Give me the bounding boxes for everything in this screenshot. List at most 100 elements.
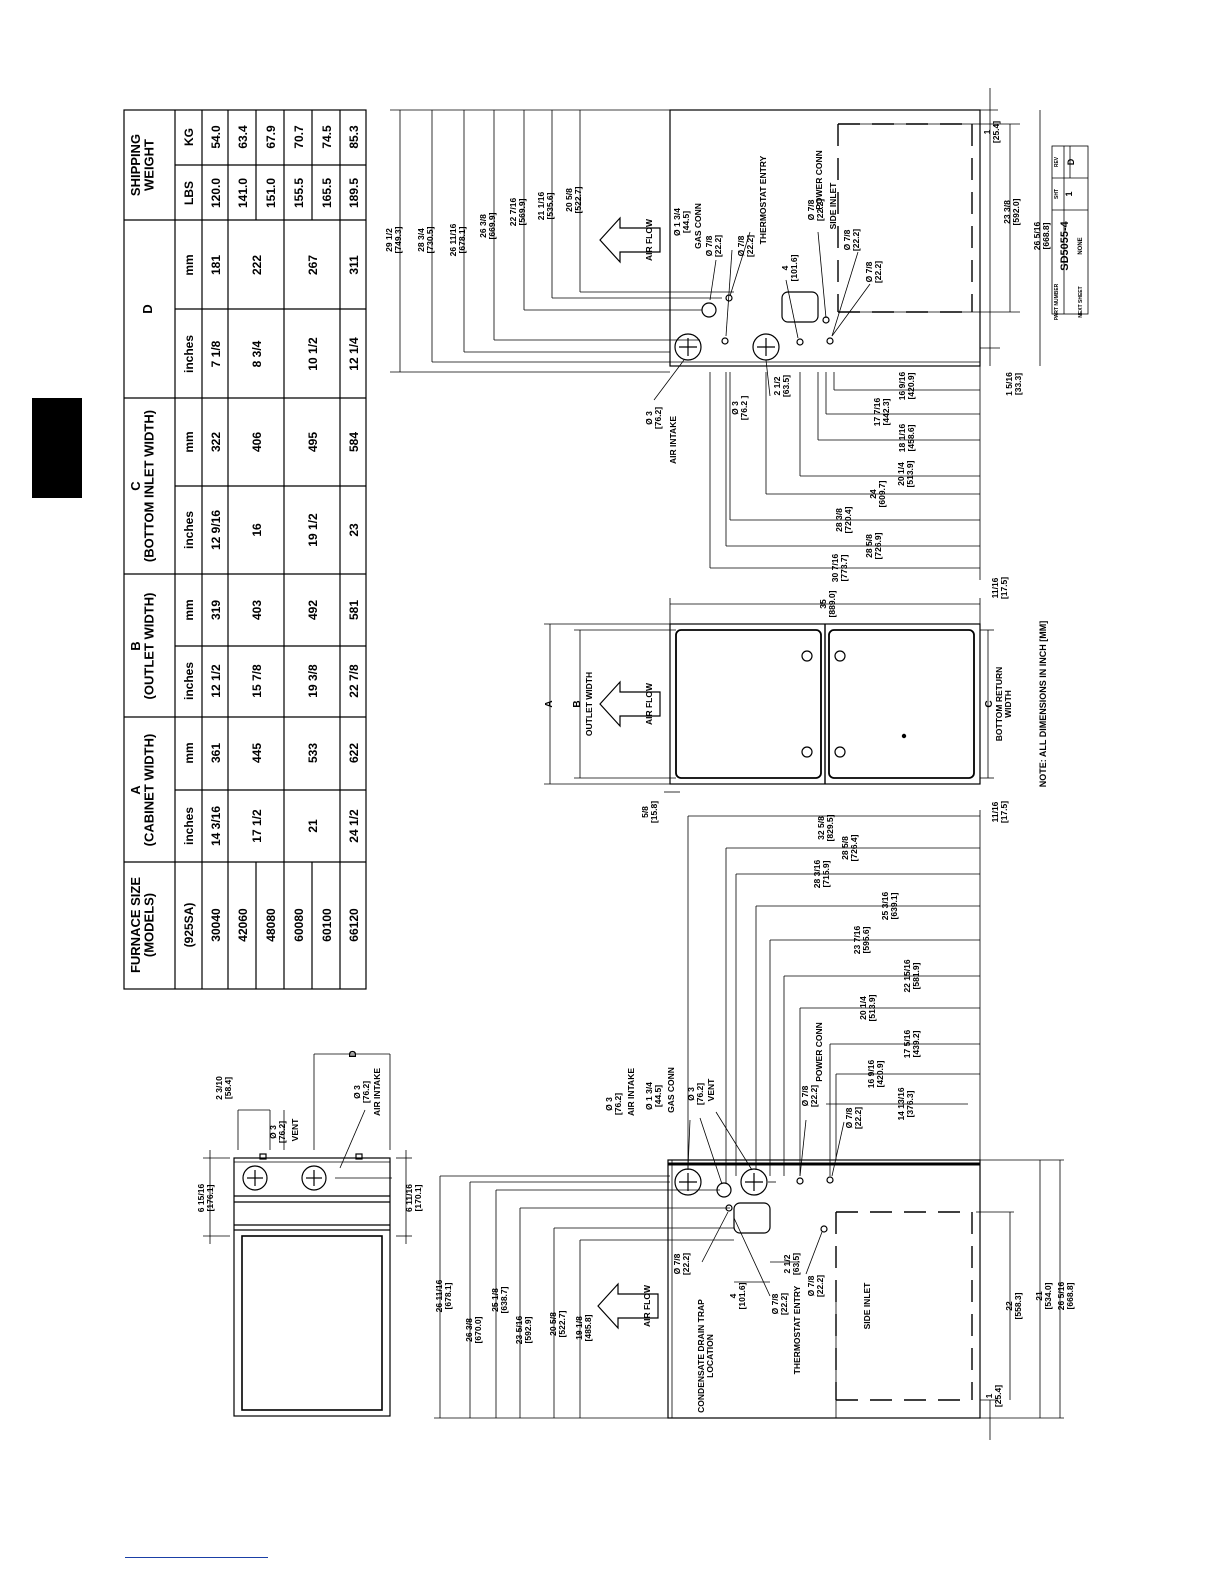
dim-16-9-16-right: 16 9/16[420.9] [897, 372, 916, 401]
row-kg: 63.4 [236, 125, 250, 149]
cell-b-mm: 581 [347, 600, 361, 620]
vent-pipe-circle [242, 1165, 268, 1191]
row-model: 66120 [347, 908, 361, 942]
condensate-trap-right [781, 291, 819, 323]
header-c: C(BOTTOM INLET WIDTH) [128, 410, 157, 562]
dim-23-7-16: 23 7/16[595.6] [852, 926, 871, 955]
label-vent-left: VENT [706, 1078, 716, 1101]
dim-11-16-bottom: 11/16[17.5] [990, 801, 1009, 823]
sheet-number: 1 [1064, 191, 1074, 196]
next-sheet-value: NONE [1078, 237, 1084, 254]
air-intake-circle-right [674, 333, 702, 361]
label-thermostat-entry-right: THERMOSTAT ENTRY [758, 155, 768, 244]
label-power-conn-size-left: Ø 7/8[22.2] [800, 1085, 819, 1107]
label-air-intake-size-right: Ø 3[76.2] [644, 407, 663, 429]
dim-21-1-16: 21 1/16[535.6] [536, 192, 555, 221]
label-gas-conn-size-right: Ø 1 3/4[44.5] [672, 208, 691, 236]
subheader-d-mm: mm [182, 254, 196, 275]
dim-26-11-16-left: 26 11/16[678.1] [434, 1279, 453, 1312]
label-side-inlet-right: SIDE INLET [828, 182, 838, 230]
dim-11-16-top: 11/16[17.5] [990, 577, 1009, 599]
dimension-lines [390, 88, 1064, 1440]
row-kg: 74.5 [320, 125, 334, 149]
dim-26-3-8-left: 26 3/8[670.0] [464, 1316, 483, 1343]
dim-22-7-16: 22 7/16[569.9] [508, 198, 527, 227]
thermostat-hole [820, 1225, 828, 1233]
dim-1-right: 1[25.4] [982, 121, 1001, 143]
label-outlet-width: OUTLET WIDTH [584, 672, 594, 736]
dim-18-1-16: 18 1/16[458.6] [897, 424, 916, 453]
subheader-a-inches: inches [182, 807, 196, 845]
label-78-f: Ø 7/8[22.2] [672, 1253, 691, 1275]
label-gas-conn-right: GAS CONN [693, 203, 703, 249]
dim-6-15-16: 6 15/16[176.1] [196, 1184, 215, 1213]
label-vent-size-right: Ø 3[76.2 ] [730, 396, 749, 421]
left-side-outline [667, 1159, 981, 1419]
label-air-intake-right: AIR INTAKE [668, 416, 678, 464]
air-flow-arrows [597, 216, 661, 1330]
dim-1-5-16: 1 5/16[33.3] [1004, 372, 1023, 396]
footer-rule [125, 1557, 268, 1558]
cell-c-inches: 12 9/16 [209, 510, 223, 550]
cell-a-inches: 24 1/2 [347, 809, 361, 843]
dim-26-5-16-right: 26 5/16[668.8] [1032, 222, 1051, 251]
row-lbs: 189.5 [347, 178, 361, 208]
cell-b-inches: 22 7/8 [347, 664, 361, 698]
label-air-flow-left: AIR FLOW [642, 1284, 652, 1327]
cell-a-inches: 14 3/16 [209, 806, 223, 846]
row-model: 30040 [209, 908, 223, 942]
cell-a-inches: 17 1/2 [250, 809, 264, 843]
air-intake-pipe-circle [301, 1165, 327, 1191]
label-dim-d-top: D [348, 1050, 359, 1057]
row-lbs: 151.0 [264, 178, 278, 208]
table-border [123, 109, 367, 990]
dim-1-left: 1[25.4] [984, 1385, 1003, 1407]
cell-d-inches: 8 3/4 [250, 340, 264, 367]
subheader-b-inches: inches [182, 662, 196, 700]
label-power-conn-right: POWER CONN [814, 150, 824, 210]
dim-20-1-4-right: 20 1/4[513.9] [896, 460, 915, 487]
row-kg: 70.7 [292, 125, 306, 149]
dim-30-7-16: 30 7/16[773.7] [830, 554, 849, 583]
header-a: A(CABINET WIDTH) [128, 734, 157, 847]
power-conn-hole [796, 1177, 804, 1185]
label-thermostat-entry-left: THERMOSTAT ENTRY [792, 1285, 802, 1374]
top-view [203, 1053, 412, 1417]
dim-35: 35[889.0] [818, 590, 837, 617]
label-vent-size-left: Ø 3[76.2] [686, 1083, 705, 1105]
label-side-inlet-left: SIDE INLET [862, 1282, 872, 1330]
section-tab [32, 398, 82, 498]
dim-25-1-8: 25 1/8[638.7] [490, 1286, 509, 1313]
dim-20-1-4-left: 20 1/4[513.9] [858, 994, 877, 1021]
left-side-view [667, 1159, 981, 1419]
subheader-c-mm: mm [182, 431, 196, 452]
subheader-kg: KG [182, 128, 196, 146]
cell-a-mm: 533 [306, 743, 320, 763]
dim-2-1-2-right: 2 1/2[63.5] [772, 375, 791, 397]
label-note: NOTE: ALL DIMENSIONS IN INCH [MM] [1038, 621, 1048, 788]
label-air-intake-size-top: Ø 3[76.2] [352, 1081, 371, 1103]
cell-b-inches: 19 3/8 [306, 664, 320, 698]
label-78-h: Ø 7/8[22.2] [806, 1275, 825, 1297]
rev-value: D [1066, 158, 1076, 165]
cell-d-inches: 12 1/4 [347, 337, 361, 371]
label-78-c: Ø 7/8[22.2] [842, 229, 861, 251]
dim-17-5-16: 17 5/16[439.2] [902, 1030, 921, 1059]
dim-23-3-8: 23 3/8[592.0] [1002, 198, 1021, 225]
cell-b-mm: 319 [209, 600, 223, 620]
label-air-intake-top: AIR INTAKE [372, 1068, 382, 1116]
label-air-flow-front: AIR FLOW [644, 682, 654, 725]
label-gas-conn-size-left: Ø 1 3/4[44.5] [644, 1082, 663, 1110]
label-bottom-return-width: BOTTOM RETURNWIDTH [994, 667, 1013, 741]
label-vent-top: VENT [290, 1118, 300, 1141]
label-condensate-drain: CONDENSATE DRAIN TRAPLOCATION [696, 1299, 715, 1413]
label-78-b: Ø 7/8[22.2] [736, 235, 755, 257]
dim-4-left: 4[101.6] [728, 1282, 747, 1309]
cell-a-mm: 445 [250, 743, 264, 763]
label-air-intake-size-left: Ø 3[76.2] [604, 1093, 623, 1115]
label-vent-size-top: Ø 3[76.2] [268, 1121, 287, 1143]
row-model: 42060 [236, 908, 250, 942]
dim-28-3-4: 28 3/4[730.5] [416, 226, 435, 253]
